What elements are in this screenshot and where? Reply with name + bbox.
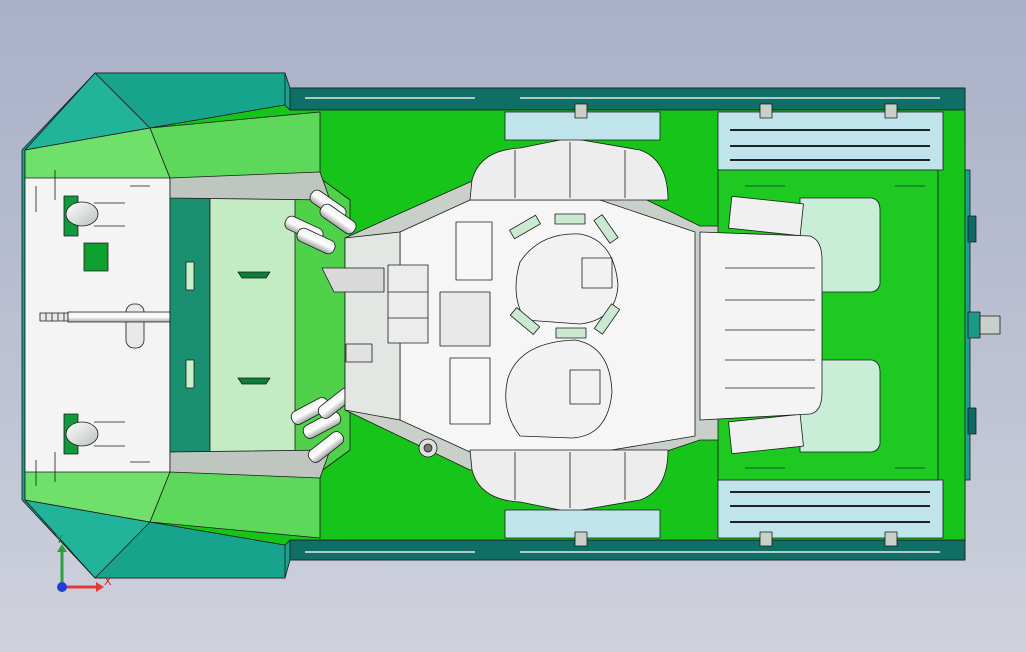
coax-mount	[321, 267, 385, 293]
x-axis-label: X	[104, 575, 112, 588]
hatch-gunner	[505, 339, 613, 439]
periscopes	[509, 213, 621, 339]
rear-bustle	[699, 231, 823, 421]
hatch-handles	[569, 257, 613, 405]
bow-plate	[24, 177, 171, 473]
turret-well-arrows	[237, 271, 271, 385]
rear-light-bottom	[967, 407, 977, 435]
rear-bustle-lines	[725, 267, 815, 389]
engine-deck-arrows	[745, 185, 925, 469]
skirt-grab-handles	[574, 103, 898, 547]
hatch-commander	[515, 233, 619, 325]
turret-bin-ribs	[514, 142, 626, 508]
headlight-right	[63, 413, 125, 455]
rear-tow-hook	[967, 311, 981, 339]
louvre-bars	[730, 129, 930, 523]
turret-bin-bottom	[469, 449, 669, 513]
ammo-box-top	[455, 221, 493, 281]
rear-stowage-top	[728, 195, 804, 237]
y-axis-label: Y	[55, 533, 63, 546]
engine-deck-louvre-bottom	[717, 479, 944, 539]
side-skirt-bottom	[289, 539, 966, 561]
vision-slot-bottom	[185, 359, 195, 389]
vehicle-model	[21, 72, 1001, 579]
turret-well-inner	[169, 197, 211, 453]
vision-slot-top	[185, 261, 195, 291]
headlight-left	[63, 195, 125, 237]
smoke-launchers-bottom	[290, 387, 355, 463]
coordinate-triad-icon: X Y	[55, 533, 112, 592]
engine-deck-louvre-top	[717, 111, 944, 171]
turret-bin-top	[469, 137, 669, 201]
rear-stowage-bottom	[728, 413, 804, 455]
turret-well-floor	[209, 197, 296, 453]
bow-hatch	[83, 242, 109, 272]
side-skirt-top	[289, 87, 966, 111]
rear-light-top	[967, 215, 977, 243]
gun-sight-housing	[387, 264, 429, 344]
turret-equipment	[439, 291, 491, 347]
skirt-slots	[305, 97, 940, 553]
smoke-launchers-top	[284, 189, 357, 255]
coax-plate	[345, 343, 373, 363]
ammo-box-bottom	[449, 357, 491, 425]
